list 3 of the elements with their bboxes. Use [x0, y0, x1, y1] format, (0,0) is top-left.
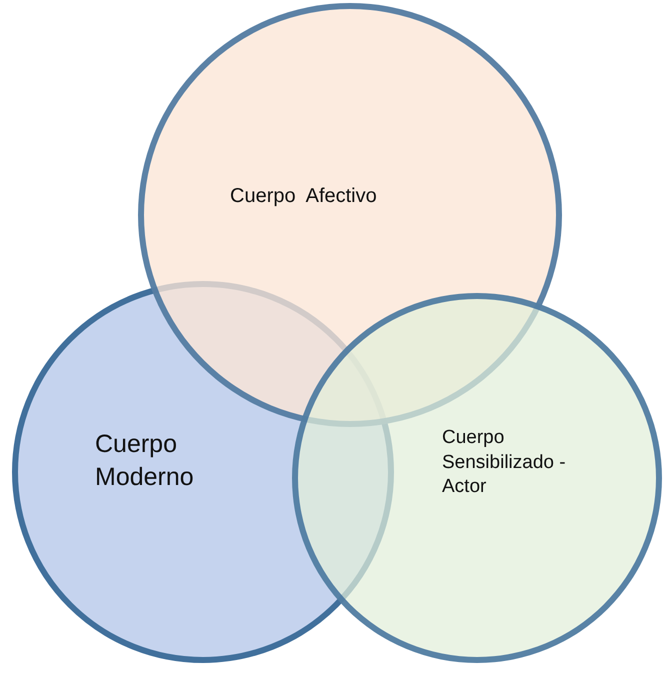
circle-label: Cuerpo Sensibilizado - Actor	[442, 426, 567, 500]
circle-label: Cuerpo Moderno	[95, 429, 195, 492]
circle-label: Cuerpo Afectivo	[230, 184, 378, 209]
